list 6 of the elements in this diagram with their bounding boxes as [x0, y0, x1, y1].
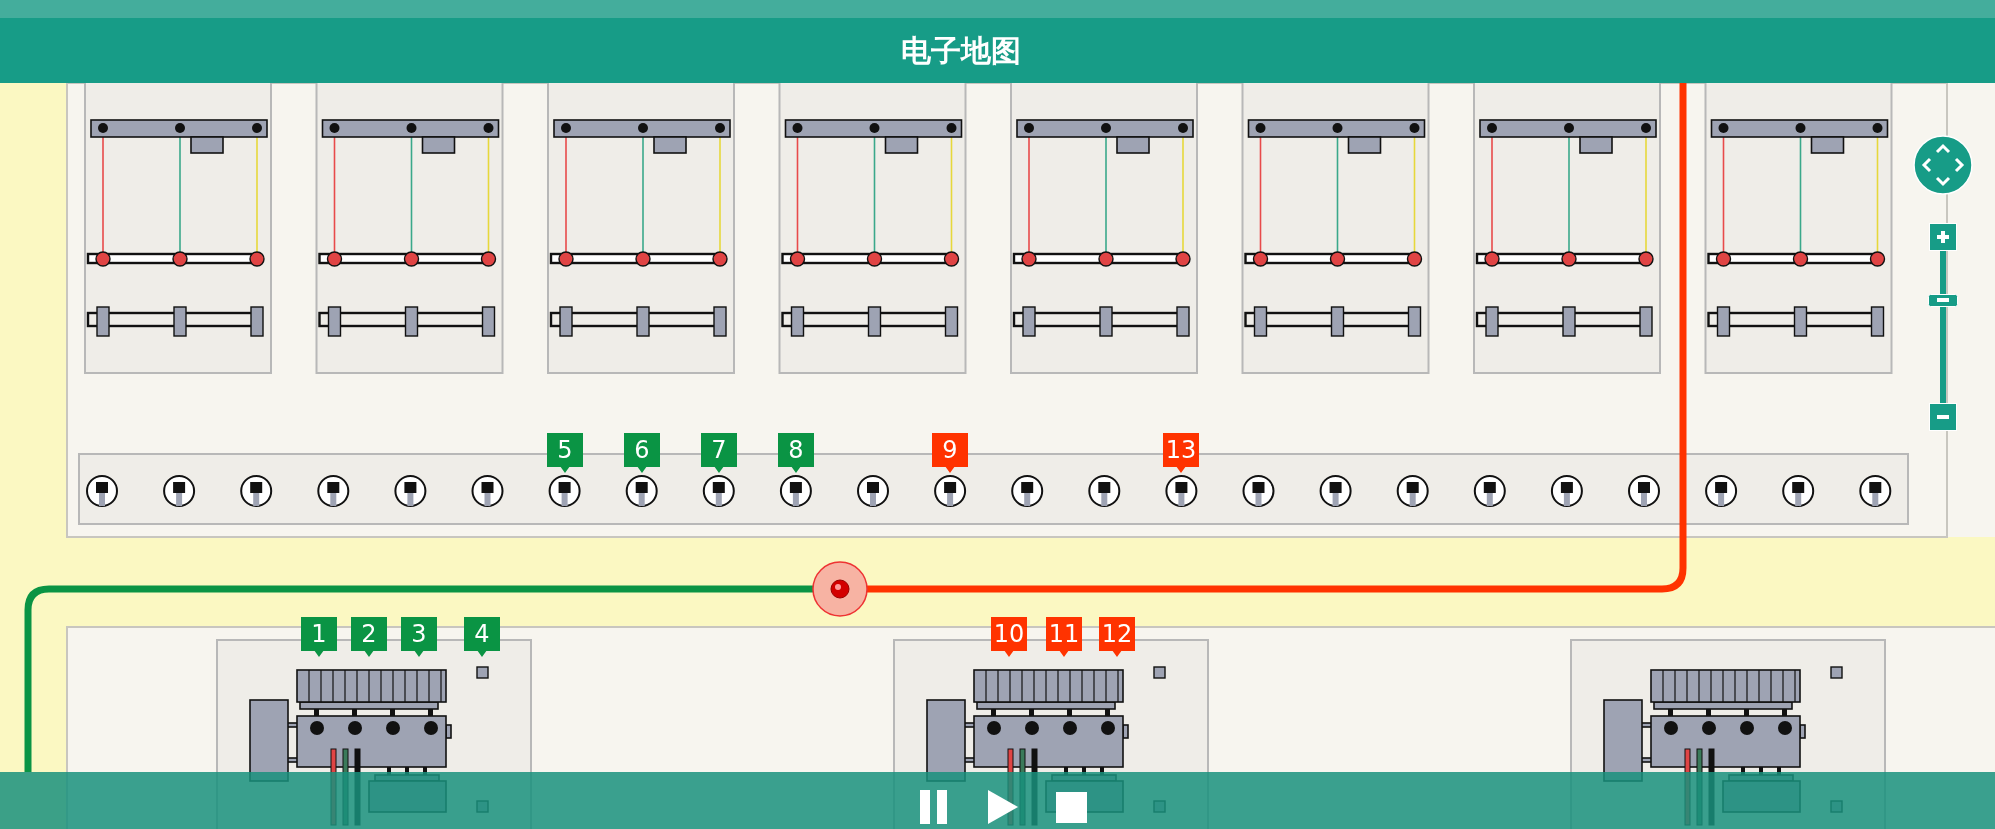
route-line	[24, 585, 813, 772]
header-bar	[0, 0, 1995, 83]
map-title: 电子地图	[900, 32, 1022, 70]
control-bar	[0, 772, 1995, 829]
route-line	[867, 83, 1687, 593]
location-marker	[812, 561, 868, 617]
